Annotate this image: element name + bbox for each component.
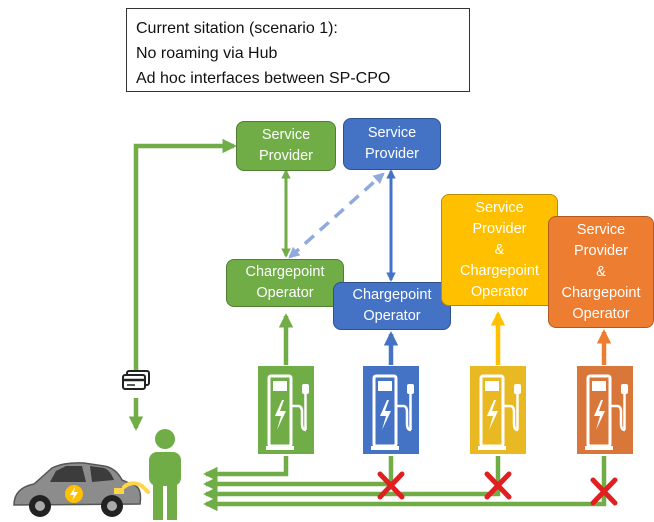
- blue-charging-station-icon: [363, 366, 419, 454]
- yellow-charging-station-icon: [470, 366, 526, 454]
- station-return-arrows: [203, 456, 607, 512]
- box-label-line: Chargepoint: [245, 264, 325, 280]
- green-charging-station-icon: [258, 366, 314, 454]
- electric-car-icon: [13, 462, 150, 517]
- box-label-line: Chargepoint: [352, 287, 432, 303]
- box-label-line: Service: [475, 199, 524, 216]
- box-label-line: Provider: [472, 220, 527, 237]
- box-label-line: &: [596, 263, 606, 280]
- box-label-line: Operator: [572, 305, 630, 322]
- blue-chargepoint-operator-box: Chargepoint Operator: [333, 282, 451, 330]
- box-label-line: Operator: [256, 285, 314, 301]
- box-label-line: Provider: [574, 242, 628, 259]
- box-label-line: Service: [576, 221, 626, 238]
- box-label-line: &: [494, 241, 505, 258]
- box-label-line: Service: [367, 125, 417, 141]
- blue-service-provider-box: Service Provider: [343, 118, 441, 170]
- box-label-line: Chargepoint: [561, 284, 641, 301]
- box-label-line: Operator: [363, 308, 421, 324]
- box-label-line: Provider: [259, 148, 313, 164]
- blocked-x-icon: [377, 471, 405, 500]
- blocked-x-icon: [590, 477, 618, 506]
- card-icon: [122, 370, 150, 390]
- orange-sp-and-cpo-box: Service Provider & Chargepoint Operator: [548, 216, 654, 328]
- green-service-provider-box: Service Provider: [236, 121, 336, 171]
- box-label-line: Service: [261, 127, 311, 143]
- orange-charging-station-icon: [577, 366, 633, 454]
- caption-line-2: No roaming via Hub: [136, 45, 278, 62]
- scenario-caption: Current sitation (scenario 1): No roamin…: [126, 8, 470, 92]
- box-label-line: Chargepoint: [460, 262, 539, 279]
- adhoc-dashed-link: [288, 172, 385, 259]
- green-chargepoint-operator-box: Chargepoint Operator: [226, 259, 344, 307]
- caption-line-1: Current sitation (scenario 1):: [136, 20, 338, 37]
- caption-line-3: Ad hoc interfaces between SP-CPO: [136, 70, 391, 87]
- yellow-sp-and-cpo-box: Service Provider & Chargepoint Operator: [441, 194, 558, 306]
- box-label-line: Operator: [470, 283, 529, 300]
- blocked-x-icon: [484, 471, 512, 500]
- box-label-line: Provider: [365, 146, 419, 162]
- person-to-service-provider-arrow: [133, 138, 237, 380]
- person-icon: [149, 429, 181, 520]
